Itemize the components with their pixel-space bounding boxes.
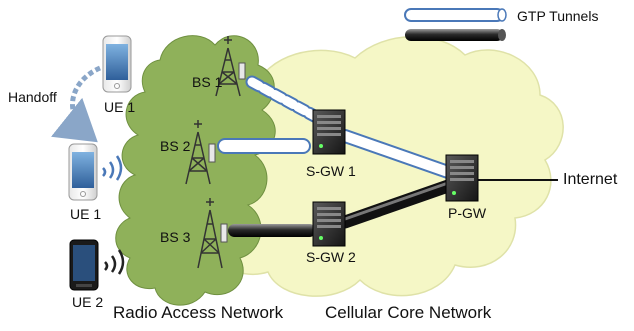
cell-tower-icon xyxy=(215,36,246,97)
server-router-icon xyxy=(312,109,346,155)
pgw-label: P-GW xyxy=(448,205,487,221)
smartphone-icon xyxy=(68,143,98,201)
tunnel-sgw2-pgw xyxy=(338,179,455,229)
legend-gtp-tunnels-label: GTP Tunnels xyxy=(517,8,599,24)
ran-region-label: Radio Access Network xyxy=(113,303,284,322)
tunnel-bs3-sgw2 xyxy=(228,224,316,237)
cell-tower-icon xyxy=(185,120,216,185)
cell-tower-icon xyxy=(197,198,228,269)
sgw2-label: S-GW 2 xyxy=(306,249,356,265)
tunnel-bs1-sgw1 xyxy=(245,75,325,125)
tunnel-sgw1-pgw xyxy=(338,129,455,179)
legend-black-tunnel xyxy=(405,29,506,41)
bs2-label: BS 2 xyxy=(160,138,191,154)
bs3-label: BS 3 xyxy=(160,229,191,245)
server-router-icon xyxy=(312,201,346,247)
core-region-label: Cellular Core Network xyxy=(325,303,492,322)
wireless-signal-icon xyxy=(104,249,125,275)
smartphone-icon xyxy=(69,239,99,291)
tunnel-bs2-sgw1 xyxy=(217,138,311,154)
internet-label: Internet xyxy=(563,171,618,188)
handoff-arrow xyxy=(50,65,102,143)
legend-blue-tunnel xyxy=(404,8,507,22)
server-router-icon xyxy=(445,154,479,202)
ue1-label-top: UE 1 xyxy=(104,99,136,115)
sgw1-label: S-GW 1 xyxy=(306,163,356,179)
ue2-label: UE 2 xyxy=(72,294,104,310)
smartphone-icon xyxy=(102,35,132,93)
wireless-signal-icon xyxy=(102,155,123,181)
bs1-label: BS 1 xyxy=(192,74,223,90)
handoff-label: Handoff xyxy=(8,89,57,105)
ue1-label-bottom: UE 1 xyxy=(70,206,102,222)
